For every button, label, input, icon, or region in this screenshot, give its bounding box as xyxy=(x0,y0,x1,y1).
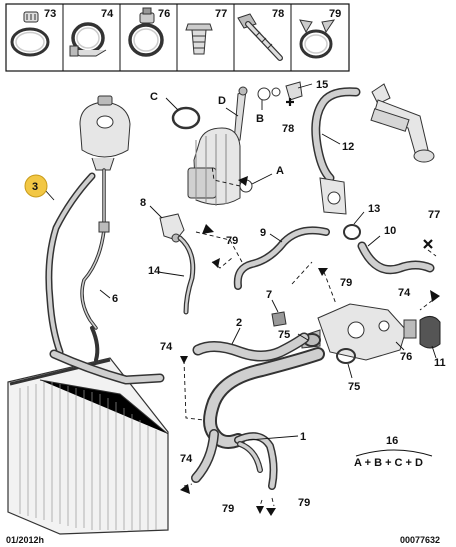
egr-pipe xyxy=(370,83,435,163)
header-box-78-number: 78 xyxy=(272,8,284,20)
callout-C: C xyxy=(150,91,158,103)
callout-74-c: 74 xyxy=(180,453,193,465)
callout-15: 15 xyxy=(316,79,328,91)
radiator xyxy=(7,326,169,535)
parts-header-strip: 73 74 76 77 78 79 xyxy=(5,3,350,72)
header-box-73-number: 73 xyxy=(44,8,56,20)
highlight-marker xyxy=(24,174,48,198)
arrowheads xyxy=(180,176,440,516)
cross-markers xyxy=(286,98,433,249)
callout-6: 6 xyxy=(112,293,118,305)
callout-9: 9 xyxy=(260,227,266,239)
callout-10: 10 xyxy=(384,225,396,237)
callout-79-d: 79 xyxy=(298,497,310,509)
callout-B: B xyxy=(256,113,264,125)
kit-formula-text: A + B + C + D xyxy=(354,457,423,469)
callout-14: 14 xyxy=(148,265,161,277)
callout-79-c: 79 xyxy=(222,503,234,515)
coolant-hose-9 xyxy=(233,226,330,290)
hose-clamp-worm-icon xyxy=(10,11,50,57)
header-box-74-number: 74 xyxy=(101,8,114,20)
footer-ref: 00077632 xyxy=(400,535,440,545)
callout-13: 13 xyxy=(368,203,380,215)
hose-clamp-screw-icon xyxy=(128,7,164,57)
header-box-77-number: 77 xyxy=(215,8,227,20)
bleed-hose-6 xyxy=(80,168,110,330)
header-box-76-number: 76 xyxy=(158,8,170,20)
coolant-hose-2 xyxy=(192,332,310,362)
callout-78: 78 xyxy=(282,123,294,135)
spring-clip-icon xyxy=(299,19,336,59)
valve-8 xyxy=(159,213,185,243)
callout-79-a: 79 xyxy=(226,235,238,247)
callout-12: 12 xyxy=(342,141,354,153)
callout-74-b: 74 xyxy=(160,341,173,353)
bolt-icon xyxy=(237,13,283,61)
callout-74-a: 74 xyxy=(398,287,411,299)
callout-8: 8 xyxy=(140,197,146,209)
leader-lines xyxy=(44,83,437,441)
callout-75-b: 75 xyxy=(348,381,360,393)
callout-7: 7 xyxy=(266,289,272,301)
callout-D: D xyxy=(218,95,226,107)
thermostat-housing-upper xyxy=(171,86,281,206)
callout-2: 2 xyxy=(236,317,242,329)
callout-76: 76 xyxy=(400,351,412,363)
callout-75-a: 75 xyxy=(278,329,290,341)
callout-labels: 3 6 C D B 15 78 12 A 8 79 9 13 77 10 14 … xyxy=(24,79,446,515)
footer-date: 01/2012h xyxy=(6,535,44,545)
kit-number-16: 16 xyxy=(386,435,398,447)
coolant-hose-1 xyxy=(191,347,325,490)
coolant-hose-10 xyxy=(343,224,435,275)
callout-1: 1 xyxy=(300,431,306,443)
callout-11: 11 xyxy=(434,357,446,369)
callout-79-b: 79 xyxy=(340,277,352,289)
coolant-hose-3 xyxy=(45,172,96,356)
water-outlet-housing xyxy=(271,303,441,364)
kit-formula: 16 A + B + C + D xyxy=(354,435,433,469)
hose-clamp-bolt-icon xyxy=(69,22,107,57)
callout-3: 3 xyxy=(32,181,38,193)
push-clip-icon xyxy=(185,23,213,55)
callout-77: 77 xyxy=(428,209,440,221)
coolant-hose-14 xyxy=(177,235,196,315)
header-box-79-number: 79 xyxy=(329,8,341,20)
callout-A: A xyxy=(276,165,284,177)
expansion-tank xyxy=(79,95,131,171)
coolant-hose-12 xyxy=(285,81,361,215)
